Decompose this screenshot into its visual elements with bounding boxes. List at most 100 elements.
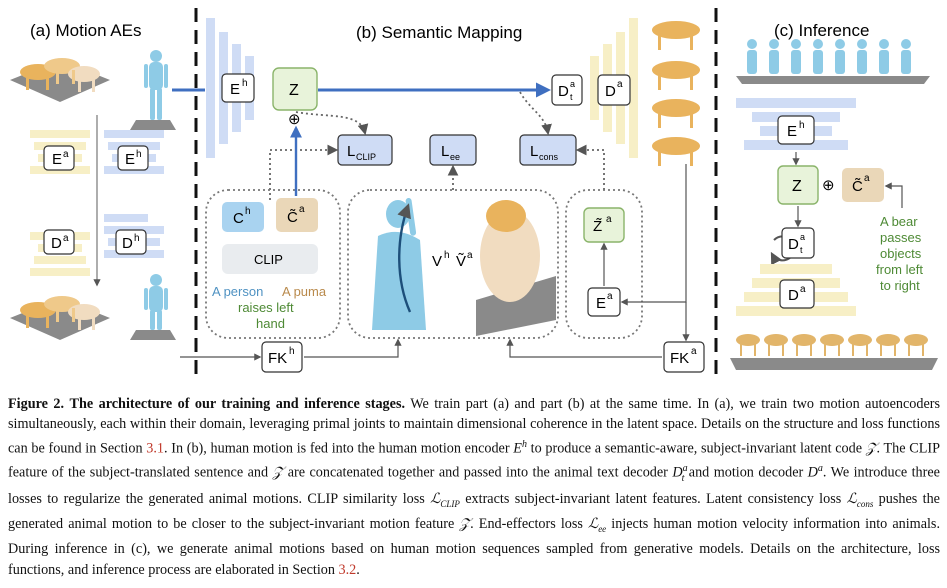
clip-encoder-box: CLIP	[222, 244, 318, 274]
da-sup-b: a	[617, 79, 623, 90]
caption-ref-section-32[interactable]: 3.2	[338, 561, 357, 578]
dh-label: D	[122, 235, 133, 252]
vh-text: V	[432, 253, 442, 270]
clip-feature-human-box: C h	[222, 202, 264, 232]
text-shared-action-1: raises left	[238, 300, 294, 315]
va-label: Ṽ a	[456, 250, 473, 270]
lclip-sub: CLIP	[356, 152, 376, 162]
figure-caption: Figure 2. The architecture of our traini…	[8, 394, 940, 580]
motion-container	[347, 189, 559, 339]
panel-title-a: (a) Motion AEs	[30, 21, 142, 40]
caption-math-lcons-sub: cons	[856, 498, 874, 509]
loss-clip-box: L CLIP	[337, 134, 393, 166]
za-sup: a	[606, 214, 612, 225]
caption-math-dta: D	[672, 464, 683, 481]
caption-part-9: pushes the generated animal motion to be…	[8, 490, 940, 533]
fka-box: FK a	[663, 341, 705, 373]
bottom-flow-lines	[180, 302, 690, 361]
decoder-dh-box-a: D h	[115, 229, 147, 255]
caption-math-lclip-sub: CLIP	[440, 498, 460, 509]
fkh-box: FK h	[261, 341, 303, 373]
text-animal-subject: A puma	[282, 284, 327, 299]
lclip-label: L	[347, 143, 355, 160]
human-motion-bottom	[144, 274, 168, 330]
inference-human-frames	[747, 39, 911, 74]
encoder-ea-box-a: E a	[43, 145, 75, 171]
inference-dta-sup: a	[800, 232, 805, 242]
inference-text-line-1: A bear	[880, 214, 918, 229]
eh-sup: h	[136, 149, 142, 160]
inference-eh-text: E	[787, 123, 797, 140]
caption-ref-section-31[interactable]: 3.1	[146, 440, 164, 457]
inference-dta-sub: t	[800, 245, 803, 255]
human-motion-top	[144, 50, 168, 120]
animal-motion-top	[20, 58, 100, 92]
za-container	[565, 189, 643, 339]
dta-label: D	[558, 83, 569, 100]
loss-cons-box: L cons	[519, 134, 577, 166]
text-shared-action-2: hand	[256, 316, 285, 331]
da-sup: a	[63, 233, 69, 244]
panel-title-c: (c) Inference	[774, 21, 869, 40]
caption-math-z-3: 𝒵	[459, 516, 471, 533]
caption-part-11: injects human motion velocity informatio…	[8, 516, 940, 578]
ground-plate-human-bottom	[130, 330, 176, 340]
lcons-label: L	[530, 143, 538, 160]
inference-eh-box: E h	[777, 115, 815, 145]
inference-text-lines: A bear passes objects from left to right	[876, 214, 923, 293]
generated-animal-frames	[652, 21, 700, 166]
ea-box-b: E a	[587, 287, 621, 317]
loss-ee-box: L ee	[429, 134, 477, 166]
text-human-subject: A person	[212, 284, 263, 299]
ea-sup-b: a	[607, 291, 613, 302]
caption-part-1: We train part (a) and part (b) at the sa…	[8, 396, 940, 457]
caption-part-12: .	[356, 561, 360, 578]
caption-part-7: . We introduce three losses to regulariz…	[8, 464, 940, 507]
inference-ground-bottom	[730, 358, 938, 370]
inference-dta-box: D a t	[781, 227, 815, 259]
text-decoder-dta-box: D a t	[551, 74, 583, 106]
caption-figure-number: Figure 2.	[8, 396, 65, 412]
z-label: Z	[289, 82, 299, 99]
dta-sup: a	[570, 79, 575, 89]
inference-animal-frames	[736, 334, 928, 356]
dh-sup: h	[134, 233, 140, 244]
inference-text-line-4: from left	[876, 262, 923, 277]
inference-text-to-ca	[884, 182, 903, 208]
fkh-sup: h	[289, 346, 295, 357]
ea-label: E	[52, 151, 62, 168]
latent-z-box: Z	[272, 67, 318, 111]
inference-ca-sup: a	[864, 173, 870, 184]
caption-part-2: . In (b), human motion is fed into the h…	[163, 440, 514, 457]
inference-oplus: ⊕	[822, 177, 835, 194]
da-label-b: D	[605, 83, 616, 100]
caption-math-lee: ℒ	[587, 516, 599, 533]
inference-text-line-5: to right	[880, 278, 920, 293]
ch-sup: h	[245, 206, 251, 217]
fkh-text: FK	[268, 350, 287, 367]
za-box: Z̃ a	[583, 207, 625, 243]
clip-label: CLIP	[254, 252, 283, 267]
fka-sup: a	[691, 346, 697, 357]
za-text: Z̃	[593, 218, 602, 235]
panel-title-b: (b) Semantic Mapping	[356, 23, 522, 42]
caption-math-da: D	[807, 464, 818, 481]
caption-math-z-2: 𝒵	[272, 464, 284, 481]
ca-sup: a	[299, 204, 305, 215]
velocity-curve	[397, 203, 412, 313]
lee-label: L	[441, 143, 449, 160]
caption-bold-title: The architecture of our training and inf…	[69, 396, 406, 412]
caption-math-dta-sup: a	[682, 462, 688, 474]
inference-ca-box: C̃ a	[842, 168, 884, 202]
caption-part-10: . End-effectors loss	[470, 516, 588, 533]
inference-da-sup: a	[800, 284, 806, 295]
ground-plate-human-top	[130, 120, 176, 130]
caption-math-da-sup: a	[817, 462, 823, 474]
inference-ground-top	[736, 76, 930, 84]
architecture-figure: (a) Motion AEs (b) Semantic Mapping (c) …	[10, 8, 938, 378]
eh-label-b: E	[230, 81, 240, 98]
text-container	[205, 189, 341, 339]
fka-text: FK	[670, 350, 689, 367]
loss-connectors	[269, 91, 605, 200]
inference-da-box: D a	[779, 279, 815, 309]
